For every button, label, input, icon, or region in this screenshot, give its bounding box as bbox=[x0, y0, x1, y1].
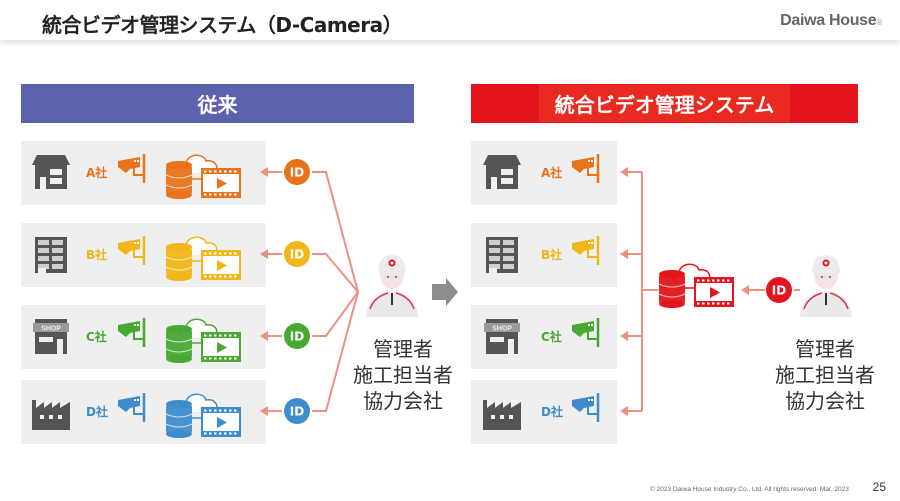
company-label: C社 bbox=[541, 329, 562, 344]
database-icon bbox=[165, 161, 193, 199]
play-icon bbox=[217, 342, 227, 353]
arrowhead-icon bbox=[260, 406, 268, 416]
arrowhead-icon bbox=[620, 249, 628, 259]
company-label: C社 bbox=[86, 329, 107, 344]
logo-text: Daiwa House bbox=[780, 12, 877, 29]
person-role-partner: 協力会社 bbox=[363, 389, 443, 413]
video-film-icon bbox=[201, 250, 241, 280]
factory-icon bbox=[32, 400, 70, 430]
id-badge: ID bbox=[284, 241, 310, 267]
worker-avatar-icon bbox=[800, 255, 852, 317]
conventional-banner-label: 従来 bbox=[197, 93, 238, 117]
database-icon bbox=[658, 270, 686, 308]
video-film-icon bbox=[694, 277, 734, 307]
cloud-storage-video-icon bbox=[165, 236, 241, 281]
company-label: A社 bbox=[541, 165, 562, 180]
play-icon bbox=[217, 178, 227, 189]
slide-title: 統合ビデオ管理システム（D-Camera） bbox=[42, 13, 403, 37]
id-badge-circle bbox=[284, 398, 310, 424]
company-label: A社 bbox=[86, 165, 107, 180]
shop-icon: SHOP bbox=[33, 319, 69, 354]
cloud-storage-video-icon bbox=[658, 263, 734, 308]
play-icon bbox=[217, 260, 227, 271]
shop-icon: SHOP bbox=[484, 319, 520, 354]
integrated-system-banner: 統合ビデオ管理システム bbox=[471, 84, 858, 123]
database-icon bbox=[165, 325, 193, 363]
cloud-storage-video-icon bbox=[165, 393, 241, 438]
security-camera-icon bbox=[572, 393, 600, 422]
security-camera-icon bbox=[118, 236, 146, 265]
video-film-icon bbox=[201, 168, 241, 198]
factory-icon bbox=[483, 400, 521, 430]
house-icon bbox=[483, 155, 521, 189]
id-badge-label: ID bbox=[290, 330, 304, 344]
connector-line bbox=[312, 171, 359, 293]
shop-sign-text: SHOP bbox=[492, 326, 512, 333]
id-badge-label: ID bbox=[772, 284, 786, 298]
id-badge-label: ID bbox=[290, 248, 304, 262]
arrowhead-icon bbox=[620, 167, 628, 177]
apartment-icon bbox=[486, 237, 518, 273]
security-camera-icon bbox=[572, 154, 600, 183]
person-role-partner: 協力会社 bbox=[785, 389, 865, 413]
database-icon bbox=[165, 400, 193, 438]
shop-sign-text: SHOP bbox=[41, 326, 61, 333]
security-camera-icon bbox=[118, 393, 146, 422]
id-badge: ID bbox=[766, 277, 792, 303]
id-badge: ID bbox=[284, 398, 310, 424]
database-icon bbox=[165, 243, 193, 281]
company-label: B社 bbox=[86, 247, 107, 262]
arrowhead-icon bbox=[620, 331, 628, 341]
arrowhead-icon bbox=[260, 167, 268, 177]
play-icon bbox=[217, 417, 227, 428]
person-role-construction: 施工担当者 bbox=[353, 363, 453, 387]
connector-line bbox=[312, 291, 359, 412]
arrowhead-icon bbox=[260, 249, 268, 259]
integrated-system-banner-label: 統合ビデオ管理システム bbox=[538, 85, 791, 122]
copyright: © 2023 Daiwa House Industry Co., Ltd. Al… bbox=[650, 486, 849, 493]
security-camera-icon bbox=[572, 236, 600, 265]
cloud-storage-video-icon bbox=[165, 154, 241, 199]
security-camera-icon bbox=[118, 318, 146, 347]
company-label: B社 bbox=[541, 247, 562, 262]
security-camera-icon bbox=[572, 318, 600, 347]
person-role-manager: 管理者 bbox=[373, 337, 433, 361]
id-badge-label: ID bbox=[290, 405, 304, 419]
id-badge-circle bbox=[766, 277, 792, 303]
play-icon bbox=[710, 287, 720, 298]
id-badge: ID bbox=[284, 159, 310, 185]
connector-line bbox=[312, 253, 359, 293]
person-role-manager: 管理者 bbox=[795, 337, 855, 361]
id-badge-circle bbox=[284, 159, 310, 185]
page-number: 25 bbox=[872, 480, 886, 494]
id-badge-circle bbox=[284, 323, 310, 349]
id-badge: ID bbox=[284, 323, 310, 349]
left-person-label: 管理者 施工担当者 協力会社 bbox=[348, 336, 458, 414]
arrowhead-icon bbox=[620, 406, 628, 416]
worker-avatar-icon bbox=[366, 255, 418, 317]
slide-header: 統合ビデオ管理システム（D-Camera） Daiwa House® bbox=[0, 0, 900, 40]
apartment-icon bbox=[35, 237, 67, 273]
security-camera-icon bbox=[118, 154, 146, 183]
arrowhead-icon bbox=[741, 285, 749, 295]
person-role-construction: 施工担当者 bbox=[775, 363, 875, 387]
cloud-storage-video-icon bbox=[165, 318, 241, 363]
house-icon bbox=[32, 155, 70, 189]
conventional-banner: 従来 bbox=[21, 84, 414, 123]
video-film-icon bbox=[201, 332, 241, 362]
id-badge-label: ID bbox=[290, 166, 304, 180]
video-film-icon bbox=[201, 407, 241, 437]
company-label: D社 bbox=[86, 404, 108, 419]
arrowhead-icon bbox=[260, 331, 268, 341]
company-label: D社 bbox=[541, 404, 563, 419]
transition-arrow-icon bbox=[432, 278, 458, 306]
registered-mark: ® bbox=[876, 18, 882, 27]
daiwa-house-logo: Daiwa House® bbox=[780, 12, 882, 30]
id-badge-circle bbox=[284, 241, 310, 267]
right-person-label: 管理者 施工担当者 協力会社 bbox=[765, 336, 885, 414]
connector-line bbox=[312, 291, 359, 337]
